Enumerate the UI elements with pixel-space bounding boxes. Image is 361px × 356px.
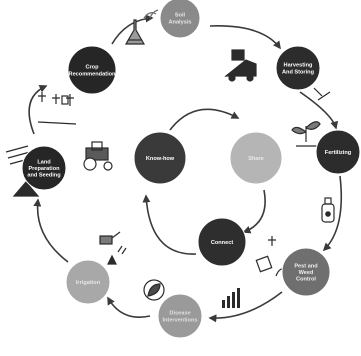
node-label-share: Share (248, 156, 264, 162)
node-circle (21, 145, 67, 191)
node-circle (315, 129, 361, 175)
arrow-fertilizing-to-pest (322, 175, 343, 252)
seedlings-icon (37, 92, 77, 125)
arrow-share-to-connect (242, 189, 266, 234)
node-label-know-how: Know-how (146, 156, 175, 162)
arrow-land-to-crop (28, 85, 48, 135)
inner-node-know-how: Know-how (133, 131, 187, 185)
node-circle (157, 293, 203, 339)
node-label-irrigation: Irrigation (76, 280, 101, 286)
arrow-pest-to-disease (208, 291, 283, 323)
tractor-icon (5, 141, 113, 197)
diagram-icons (5, 9, 335, 308)
watering-can-icon (99, 231, 127, 265)
node-circle (133, 131, 187, 185)
arrow-connect-to-knowhow (142, 194, 197, 255)
outer-cycle-arrows (28, 14, 343, 323)
inner-cycle-arrows (142, 108, 266, 255)
node-label-fertilizing: Fertilizing (325, 150, 352, 156)
outer-node-irrigation: Irrigation (65, 259, 111, 305)
pest-icons (255, 236, 287, 277)
arrow-soil-to-harvest (209, 25, 281, 50)
inner-node-share: Share (229, 131, 283, 185)
node-circle (197, 217, 247, 267)
arrow-crop-to-soil (111, 14, 154, 45)
arrow-irrigation-to-land (33, 198, 69, 263)
leaf-chart-icons (143, 279, 240, 308)
plant-icon (291, 87, 331, 147)
flask-icon (124, 9, 159, 45)
node-circle (275, 45, 321, 91)
node-circle (65, 259, 111, 305)
arrow-harvest-to-fertilizing (299, 91, 339, 130)
harvester-icon (224, 49, 257, 82)
outer-node-fertilizing: Fertilizing (315, 129, 361, 175)
arrow-disease-to-irrigation (107, 296, 151, 318)
spray-bottle-icon (321, 197, 335, 223)
node-circle (159, 0, 201, 39)
node-circle (281, 247, 331, 297)
node-circle (67, 45, 117, 95)
arrow-knowhow-to-share (169, 108, 240, 131)
node-circle (229, 131, 283, 185)
node-label-connect: Connect (211, 240, 234, 246)
inner-node-connect: Connect (197, 217, 247, 267)
